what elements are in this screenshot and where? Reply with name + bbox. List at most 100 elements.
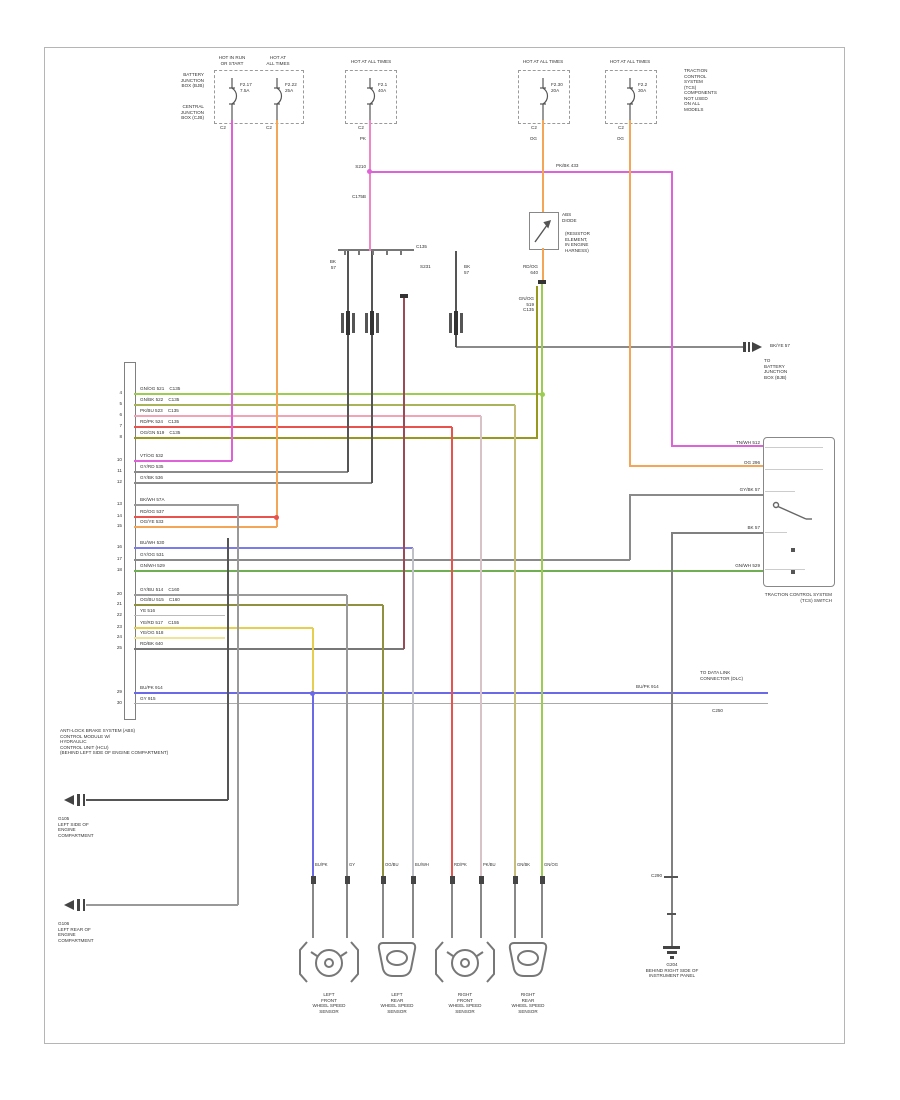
label-row-547: BU/WH 530 [140, 540, 165, 545]
wheel-speed-sensor-icon [435, 941, 495, 983]
wire [514, 405, 516, 880]
fuse-icon [627, 78, 636, 120]
wire [629, 465, 763, 467]
label-pin-604: 21 [116, 601, 122, 606]
wire [134, 559, 630, 561]
wire [541, 884, 543, 938]
label-row-615: YE 516 [140, 608, 156, 613]
wire [629, 120, 631, 467]
wire [666, 951, 677, 954]
label-abs-module-name: ANTI-LOCK BRAKE SYSTEM (ABS) CONTROL MOD… [60, 728, 169, 755]
label-bjb-arrow-dest: TO BATTERY JUNCTION BOX (BJB) [764, 358, 788, 380]
label-swire-6: PK/BU [483, 862, 496, 867]
label-row-627: YE/RD 517 C155 [140, 620, 180, 625]
wire [77, 899, 80, 911]
label-fuse5-rating: F2.2 30A [638, 82, 648, 93]
wire [536, 286, 538, 439]
label-hdr-fuse1: HOT IN RUN OR START [218, 55, 246, 66]
label-gnd-g105: G105 LEFT SIDE OF ENGINE COMPARTMENT [58, 816, 94, 838]
junction-dot [366, 168, 372, 174]
wire [403, 296, 405, 649]
wire [134, 627, 313, 629]
label-dlc-conn: C250 [712, 708, 723, 713]
wire [454, 311, 458, 335]
label-pin-547: 16 [116, 544, 122, 549]
wire [541, 284, 543, 880]
label-gnd-r-conn: C290 [651, 873, 662, 878]
wire [134, 570, 763, 572]
wire [372, 250, 374, 255]
wire [514, 884, 516, 938]
wire [671, 171, 673, 447]
label-sw-pin3: GY/BK 57 [739, 487, 760, 492]
label-hash-conn: C135 [416, 244, 427, 249]
wire [134, 516, 277, 518]
junction-dot [274, 514, 279, 520]
label-sw-pin5: GN/WH 529 [735, 563, 760, 568]
label-hdr-fuse4: HOT AT ALL TIMES [522, 59, 564, 64]
label-swire-7: GN/BK [517, 862, 531, 867]
label-rbk-code: BK 57 [464, 264, 471, 275]
wire [134, 404, 515, 406]
wire [370, 311, 374, 335]
wire [134, 471, 348, 473]
label-pin-504: 13 [116, 501, 122, 506]
label-og-code-1: OG [616, 136, 624, 141]
label-fuse1-rating: F2.17 7.5A [240, 82, 252, 93]
label-tcs-switch-name: TRACTION CONTROL SYSTEM (TCS) SWITCH [764, 592, 832, 603]
label-row-504: BK/WH 57A [140, 497, 165, 502]
wire [134, 415, 481, 417]
wire [276, 120, 278, 527]
wire [456, 346, 743, 348]
label-pin-482: 12 [116, 479, 122, 484]
label-row-516: RD/OG 537 [140, 509, 164, 514]
wire [791, 548, 795, 552]
wire [346, 595, 348, 880]
label-pkbk-circuit: PK/BK 433 [556, 163, 579, 168]
wire [341, 313, 344, 333]
label-diode-name: ABS DIODE [562, 212, 577, 223]
label-pin-437: 8 [119, 434, 122, 439]
label-sensor3-name: RIGHT FRONT WHEEL SPEED SENSOR [448, 992, 482, 1014]
wire [77, 794, 80, 806]
wire [134, 637, 225, 639]
junction-dot [539, 391, 545, 397]
wire [412, 548, 414, 880]
label-splice-s210: S210 [355, 164, 366, 169]
label-pin-594: 20 [116, 591, 122, 596]
wire [352, 313, 355, 333]
label-sw-pin1: TN/WH 512 [736, 440, 760, 445]
label-conn-c175b: C175B [351, 194, 366, 199]
wire [86, 904, 238, 906]
wire [664, 876, 678, 878]
wire [791, 570, 795, 574]
label-bupk-code: BU/PK 914 [636, 684, 659, 689]
label-tcs-note: TRACTION CONTROL SYSTEM (TCS) COMPONENTS… [684, 68, 717, 112]
label-fuse4-rating: F2.30 20A [551, 82, 563, 93]
wire [312, 693, 314, 880]
label-gnog-block: GN/OG 519 C135 [518, 296, 534, 312]
label-pin-627: 23 [116, 624, 122, 629]
label-pin-703: 30 [116, 700, 122, 705]
wire [455, 251, 457, 347]
fuse-box-3 [518, 70, 570, 124]
label-hash-left: BK 57 [329, 259, 336, 270]
label-row-692: BU/PK 914 [140, 685, 163, 690]
ground-arrow-icon [64, 795, 74, 805]
wire [346, 311, 350, 335]
label-row-482: GY/BK 536 [140, 475, 163, 480]
label-swire-5: RD/PK [454, 862, 467, 867]
wire [765, 569, 805, 570]
wire [382, 605, 384, 880]
label-row-437: OG/GN 519 C135 [140, 430, 181, 435]
wire [134, 393, 543, 395]
wire [134, 426, 452, 428]
label-row-594: GY/BU 514 C160 [140, 587, 180, 592]
label-swire-3: OG/BU [385, 862, 399, 867]
label-fuse2-conn: C2 [266, 125, 272, 130]
label-pin-415: 6 [119, 412, 122, 417]
label-hdr-fuse3: HOT AT ALL TIMES [350, 59, 392, 64]
wire [369, 120, 371, 251]
wire [347, 251, 349, 472]
